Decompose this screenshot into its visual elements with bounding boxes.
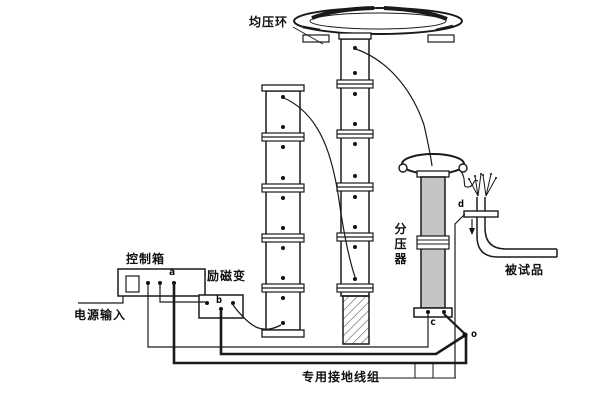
wiring xyxy=(78,48,479,379)
terminal-dot xyxy=(146,281,150,285)
test-object xyxy=(463,173,558,258)
control-to-transformer-lead xyxy=(159,285,205,303)
terminal-b-dot xyxy=(219,307,223,311)
voltage-divider xyxy=(398,153,468,318)
grading-ring-label: 均压环 xyxy=(249,15,289,29)
bushing-flange-d xyxy=(463,210,499,218)
control-box-label: 控制箱 xyxy=(126,252,166,266)
terminal-o-label: o xyxy=(471,329,478,340)
power-input-label: 电源输入 xyxy=(74,308,127,322)
terminal-dot xyxy=(158,281,162,285)
hv-lead-to-divider xyxy=(355,48,433,167)
terminal-c-label: c xyxy=(430,317,437,328)
grading-ring xyxy=(292,6,463,45)
divider-to-test-object-wire xyxy=(459,169,479,188)
voltage-divider-label: 分压器 xyxy=(394,222,407,266)
column-terminal-dots xyxy=(281,95,285,325)
terminal-b-label: b xyxy=(216,295,223,306)
test-object-ground-lead xyxy=(454,213,466,378)
test-object-label: 被试品 xyxy=(505,263,545,277)
cascade-column-left xyxy=(261,84,305,338)
measuring-cable xyxy=(147,285,429,348)
power-input-lead xyxy=(78,296,124,304)
terminal-dot xyxy=(231,301,235,305)
insulating-base-hatched xyxy=(342,295,370,345)
control-box xyxy=(117,268,206,297)
corona-brush xyxy=(468,173,497,197)
ground-point-o-dot xyxy=(462,332,468,338)
ground-bus-b xyxy=(219,311,465,356)
terminal-a-label: a xyxy=(169,267,176,278)
ground-bus-a xyxy=(172,285,468,365)
down-arrow xyxy=(469,219,475,235)
cascade-link-wire xyxy=(283,97,356,278)
excitation-transformer-label: 励磁变 xyxy=(207,269,247,283)
terminal-a-dot xyxy=(172,281,176,285)
terminal-dot xyxy=(205,301,209,305)
ground-group-label: 专用接地线组 xyxy=(302,370,381,384)
divider-terminal-c-dot xyxy=(426,310,430,314)
cascade-column-main xyxy=(336,32,374,345)
divider-terminal-dot xyxy=(442,310,446,314)
grading-ring-leader-line xyxy=(292,26,324,45)
bushing-tube-outer xyxy=(476,197,557,258)
transformer-to-column-wire xyxy=(232,304,282,330)
bushing-tube-inner xyxy=(484,197,557,250)
column-base-plate xyxy=(261,329,305,338)
column-flanges xyxy=(261,132,305,293)
breaker-symbol xyxy=(125,275,140,293)
divider-base-plate xyxy=(413,307,453,318)
excitation-transformer xyxy=(198,294,244,319)
divider-flange-band xyxy=(416,235,450,250)
terminal-d-label: d xyxy=(458,199,465,210)
